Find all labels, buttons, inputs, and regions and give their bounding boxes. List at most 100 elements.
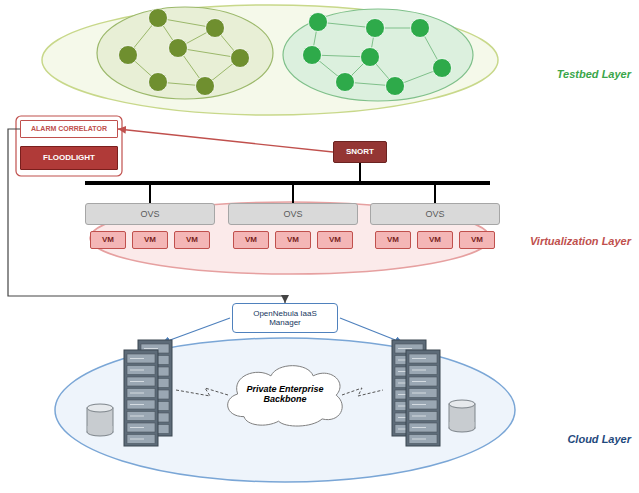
server-rack bbox=[406, 350, 440, 446]
switch-box: OVS bbox=[228, 203, 358, 225]
cloud-shape bbox=[228, 366, 343, 426]
server-unit bbox=[127, 400, 155, 409]
server-slot bbox=[130, 439, 144, 440]
server-slot bbox=[130, 416, 144, 417]
disk-top bbox=[87, 404, 113, 412]
server-unit bbox=[127, 412, 155, 421]
box-label: VM bbox=[186, 235, 198, 244]
management-arrow bbox=[340, 318, 403, 343]
switch-box: OVS bbox=[370, 203, 500, 225]
server-unit bbox=[409, 377, 437, 386]
testbed-illustration bbox=[42, 5, 498, 115]
box-label: VM bbox=[144, 235, 156, 244]
testbed-device bbox=[336, 73, 355, 92]
server-unit bbox=[409, 354, 437, 363]
server-unit bbox=[127, 354, 155, 363]
server-slot bbox=[412, 393, 426, 394]
connector bbox=[150, 163, 360, 203]
server-slot bbox=[130, 358, 144, 359]
server-slot bbox=[412, 370, 426, 371]
server-unit bbox=[127, 366, 155, 375]
server-slot bbox=[412, 358, 426, 359]
box-label: VM bbox=[429, 235, 441, 244]
box-label: OVS bbox=[425, 209, 444, 219]
connector bbox=[360, 163, 435, 203]
server-unit bbox=[409, 389, 437, 398]
backbone-link bbox=[176, 388, 228, 396]
layer-label: Cloud Layer bbox=[567, 433, 631, 445]
server-unit bbox=[127, 435, 155, 444]
vm-box: VM bbox=[233, 231, 269, 249]
box-label: OpenNebula IaaS Manager bbox=[237, 309, 333, 327]
server-unit bbox=[409, 412, 437, 421]
testbed-region bbox=[42, 5, 498, 115]
testbed-device bbox=[386, 77, 405, 96]
server-slot bbox=[130, 370, 144, 371]
backbone-link bbox=[342, 388, 383, 396]
server-unit bbox=[409, 366, 437, 375]
testbed-device bbox=[231, 49, 250, 68]
backbone-cloud: Private Enterprise Backbone bbox=[221, 360, 349, 428]
manager-box: OpenNebula IaaS Manager bbox=[232, 303, 338, 333]
vm-box: VM bbox=[132, 231, 168, 249]
disk-fill bbox=[88, 426, 113, 432]
server-slot bbox=[412, 427, 426, 428]
server-slot bbox=[130, 393, 144, 394]
box-label: VM bbox=[287, 235, 299, 244]
server-rack bbox=[124, 350, 158, 446]
virtualization-illustration bbox=[85, 183, 490, 274]
vm-box: VM bbox=[275, 231, 311, 249]
server-unit bbox=[409, 423, 437, 432]
controller-box: FLOODLIGHT bbox=[20, 146, 118, 170]
box-label: Private Enterprise Backbone bbox=[245, 384, 325, 405]
vm-box: VM bbox=[90, 231, 126, 249]
switch-box: OVS bbox=[85, 203, 215, 225]
connector bbox=[118, 129, 333, 152]
testbed-device bbox=[149, 73, 168, 92]
box-label: FLOODLIGHT bbox=[43, 153, 95, 162]
correlator-box: ALARM CORRELATOR bbox=[20, 120, 118, 138]
box-label: VM bbox=[471, 235, 483, 244]
layer-label: Virtualization Layer bbox=[530, 235, 631, 247]
cluster-region bbox=[97, 7, 273, 99]
testbed-device bbox=[366, 19, 385, 38]
testbed-device bbox=[309, 13, 328, 32]
cloud-region bbox=[55, 338, 515, 482]
server-slot bbox=[412, 439, 426, 440]
box-label: VM bbox=[387, 235, 399, 244]
server-unit bbox=[127, 377, 155, 386]
server-slot bbox=[144, 348, 158, 349]
box-label: SNORT bbox=[346, 147, 374, 156]
server-slot bbox=[398, 348, 412, 349]
testbed-device bbox=[303, 46, 322, 65]
vm-box: VM bbox=[459, 231, 495, 249]
virtualization-region bbox=[90, 202, 490, 274]
testbed-device bbox=[149, 9, 168, 28]
server-unit bbox=[127, 389, 155, 398]
vm-box: VM bbox=[317, 231, 353, 249]
server-slot bbox=[412, 416, 426, 417]
vm-box: VM bbox=[174, 231, 210, 249]
cluster-region bbox=[283, 9, 473, 101]
testbed-device bbox=[196, 77, 215, 96]
server-slot bbox=[412, 404, 426, 405]
testbed-device bbox=[206, 19, 225, 38]
server-slot bbox=[130, 381, 144, 382]
server-slot bbox=[130, 427, 144, 428]
box-label: VM bbox=[102, 235, 114, 244]
controller-outline bbox=[16, 116, 122, 176]
storage-disk bbox=[87, 404, 113, 436]
testbed-device bbox=[361, 48, 380, 67]
disk-top bbox=[449, 400, 475, 408]
box-label: VM bbox=[245, 235, 257, 244]
testbed-device bbox=[169, 39, 188, 58]
server-unit bbox=[409, 400, 437, 409]
storage-disk bbox=[449, 400, 475, 432]
vm-box: VM bbox=[417, 231, 453, 249]
ids-box: SNORT bbox=[333, 141, 387, 163]
rack-frame bbox=[406, 350, 440, 446]
cloud-illustration bbox=[55, 318, 515, 482]
testbed-device bbox=[433, 59, 452, 78]
management-arrow bbox=[162, 318, 230, 343]
connector bbox=[293, 163, 360, 203]
